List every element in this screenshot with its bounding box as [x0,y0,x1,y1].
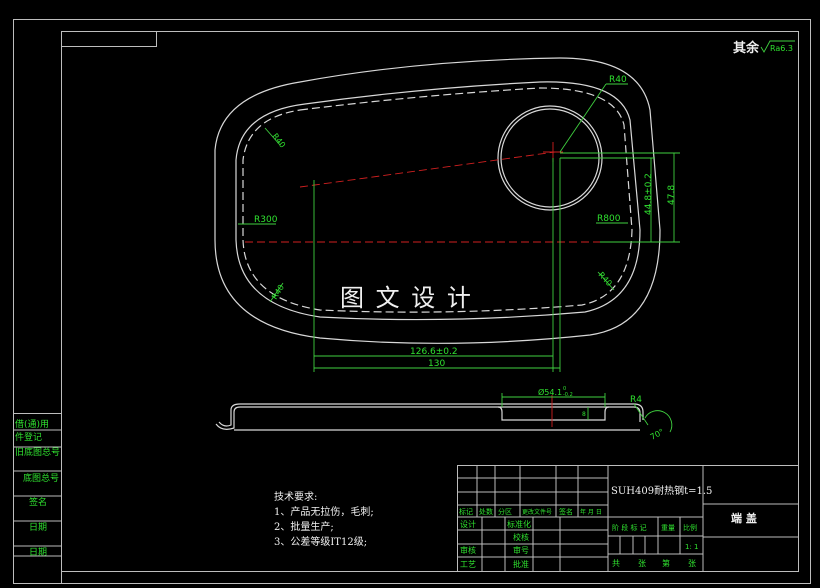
svg-text:1: 1: 1: 1 [685,543,699,551]
surface-finish-symbol: 其余 Ra6.3 [733,40,795,56]
svg-text:1、产品无拉伤，毛刺;: 1、产品无拉伤，毛刺; [274,505,374,518]
svg-text:签名: 签名 [559,507,573,516]
svg-text:工艺: 工艺 [460,560,476,569]
svg-text:R40: R40 [270,283,286,301]
svg-text:2、批量生产;: 2、批量生产; [274,520,334,533]
svg-text:126.6±0.2: 126.6±0.2 [410,347,458,357]
svg-text:签名: 签名 [29,496,47,508]
svg-text:Ra6.3: Ra6.3 [770,44,793,53]
svg-text:件登记: 件登记 [15,431,42,443]
svg-text:分区: 分区 [498,507,512,516]
svg-text:比例: 比例 [683,523,697,532]
svg-text:审核: 审核 [460,545,476,555]
section-view: Ø54.1 0 -0.2 8 R4 70° [215,386,673,442]
svg-text:借(通)用: 借(通)用 [15,418,49,430]
svg-text:更改文件号: 更改文件号 [522,508,552,516]
svg-text:R4: R4 [630,395,642,405]
svg-text:日期: 日期 [29,547,47,558]
svg-text:日期: 日期 [29,522,47,533]
svg-text:3、公差等级IT12级;: 3、公差等级IT12级; [274,535,367,548]
svg-text:-0.2: -0.2 [563,392,573,398]
svg-text:设计: 设计 [460,519,476,529]
svg-text:第: 第 [662,558,670,568]
svg-text:R40: R40 [609,75,627,85]
svg-text:R300: R300 [254,215,278,225]
inner-frame [61,31,799,572]
svg-text:Ø54.1: Ø54.1 [538,387,562,397]
center-lines [245,142,600,243]
svg-text:批准: 批准 [513,559,529,569]
svg-text:44.8±0.2: 44.8±0.2 [644,173,654,215]
svg-text:重量: 重量 [661,524,675,532]
svg-text:端 盖: 端 盖 [731,511,757,525]
svg-text:阶 段 标 记: 阶 段 标 记 [612,523,647,532]
svg-text:共: 共 [612,559,620,568]
svg-text:校核: 校核 [513,532,529,542]
svg-text:处数: 处数 [479,507,493,516]
svg-text:8: 8 [582,411,586,418]
svg-text:标准化: 标准化 [507,519,531,529]
svg-text:R800: R800 [597,214,621,224]
top-left-code-box [61,31,157,47]
svg-text:标记: 标记 [459,507,473,516]
svg-text:70°: 70° [649,427,666,442]
svg-text:底图总号: 底图总号 [23,472,59,484]
svg-text:其余: 其余 [733,40,760,56]
title-block: 标记 处数 分区 更改文件号 签名 年 月 日 设计 审核 工艺 标准化 校核 … [457,465,799,572]
svg-text:R40: R40 [597,270,614,288]
tech-requirements: 技术要求: 1、产品无拉伤，毛刺; 2、批量生产; 3、公差等级IT12级; [274,490,374,548]
svg-text:张: 张 [638,559,646,568]
dimensions: 126.6±0.2 130 44.8±0.2 47.8 R40 R800 R30… [238,75,680,372]
svg-text:年 月 日: 年 月 日 [580,508,602,516]
svg-text:张: 张 [688,559,696,568]
watermark: 图 文 设 计 [340,284,473,312]
svg-text:审号: 审号 [513,545,529,555]
svg-text:SUH409耐热钢t=1.5: SUH409耐热钢t=1.5 [611,484,712,497]
svg-text:旧底图总号: 旧底图总号 [15,446,60,458]
outer-frame [13,19,811,584]
svg-text:47.8: 47.8 [667,185,677,205]
left-strip-table: 借(通)用 件登记 旧底图总号 底图总号 签名 日期 日期 [13,413,62,584]
svg-text:0: 0 [563,386,566,392]
svg-text:R40: R40 [270,132,287,150]
svg-text:技术要求:: 技术要求: [274,490,317,503]
svg-text:130: 130 [428,359,445,369]
